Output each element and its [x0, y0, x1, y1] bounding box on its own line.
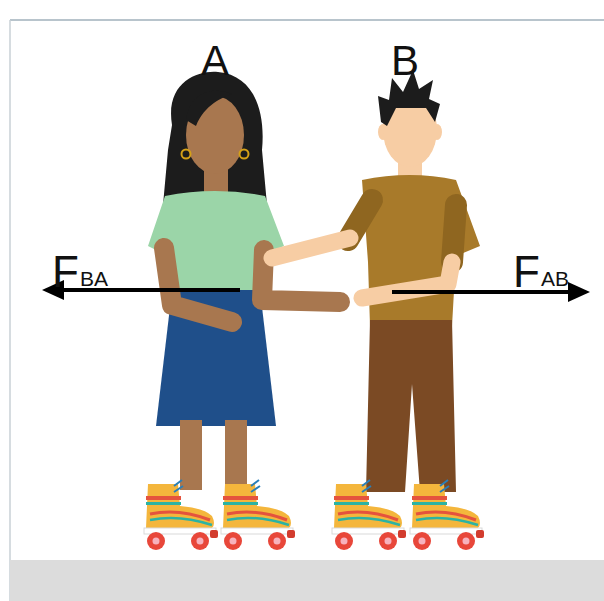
frame-line: [9, 20, 11, 601]
sleeve: [452, 205, 456, 262]
frame-line: [10, 19, 604, 21]
hair-fringe: [186, 91, 232, 126]
roller-skate: [332, 480, 406, 550]
roller-skate: [144, 480, 218, 550]
roller-skate: [221, 480, 295, 550]
force-arrow: [392, 290, 574, 294]
trousers: [366, 320, 456, 492]
floor: [10, 560, 604, 601]
roller-skate: [410, 480, 484, 550]
person-label: A: [201, 40, 229, 82]
leg: [225, 420, 247, 490]
arm: [272, 238, 350, 258]
earring: [182, 150, 191, 159]
force-subscript: AB: [541, 268, 569, 289]
person-label: B: [391, 40, 419, 82]
force-symbol: F: [52, 250, 79, 294]
arrow-head: [568, 282, 590, 302]
force-symbol: F: [513, 250, 540, 294]
earring: [240, 150, 249, 159]
force-subscript: BA: [80, 268, 108, 289]
leg: [180, 420, 202, 490]
arm: [164, 248, 232, 322]
